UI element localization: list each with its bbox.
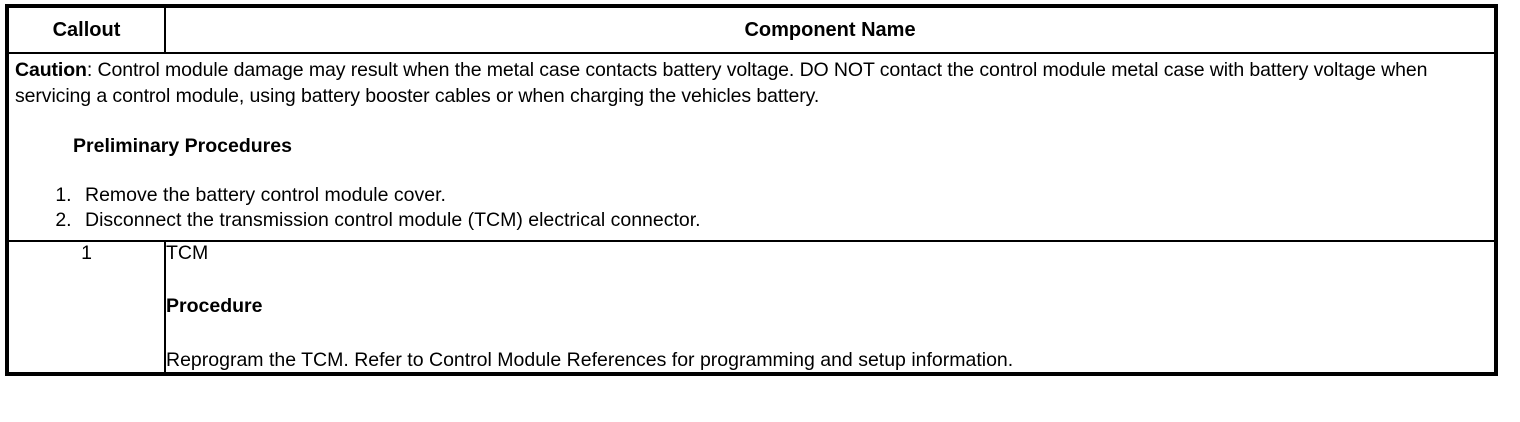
callout-number-cell: 1 xyxy=(6,239,166,375)
preliminary-procedures-list: Remove the battery control module cover.… xyxy=(15,184,1488,232)
preliminary-procedures-heading: Preliminary Procedures xyxy=(73,135,292,158)
table-row: 1 TCM Procedure Reprogram the TCM. Refer… xyxy=(6,239,1497,375)
list-item: Remove the battery control module cover. xyxy=(77,184,1488,206)
caution-body: Control module damage may result when th… xyxy=(15,59,1428,107)
column-header-callout: Callout xyxy=(6,5,166,54)
table-header-row: Callout Component Name xyxy=(6,5,1497,54)
column-header-component-name: Component Name xyxy=(164,5,1497,54)
caution-cell: Caution: Control module damage may resul… xyxy=(6,52,1497,242)
caution-paragraph: Caution: Control module damage may resul… xyxy=(15,58,1488,109)
caution-label: Caution xyxy=(15,59,87,81)
callout-table: Callout Component Name Caution: Control … xyxy=(5,4,1498,376)
component-name-value: TCM xyxy=(166,241,209,264)
component-detail-cell: TCM Procedure Reprogram the TCM. Refer t… xyxy=(164,239,1497,375)
procedure-text: Reprogram the TCM. Refer to Control Modu… xyxy=(166,348,1014,371)
procedure-heading: Procedure xyxy=(166,295,263,318)
caution-and-preliminary-row: Caution: Control module damage may resul… xyxy=(6,52,1497,242)
caution-separator: : xyxy=(86,59,98,81)
list-item: Disconnect the transmission control modu… xyxy=(77,209,1488,231)
